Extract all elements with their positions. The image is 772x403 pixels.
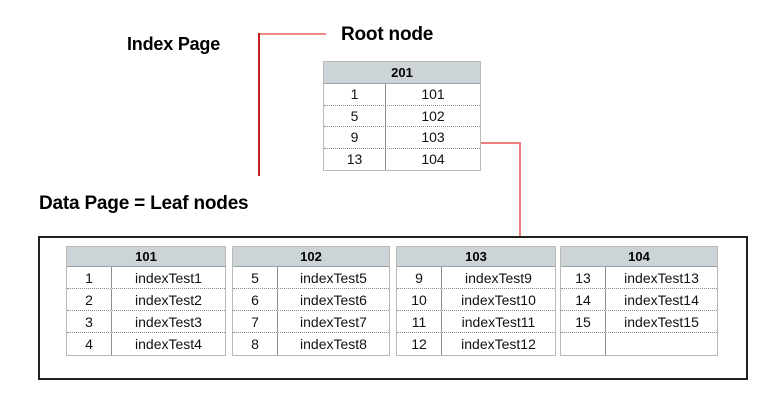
leaf-row-key: 5 — [233, 267, 278, 288]
table-row — [561, 333, 717, 355]
leaf-row-key: 8 — [233, 333, 278, 355]
leaf-row-value: indexTest6 — [300, 291, 367, 308]
leaf-row-value: indexTest13 — [624, 269, 699, 286]
leaf-row-key: 1 — [67, 267, 112, 288]
root-row-key: 13 — [324, 148, 386, 170]
leaf-node-table-103: 103 9 indexTest9 10 indexTest10 11 index… — [396, 246, 556, 356]
leaf-row-value: indexTest9 — [465, 269, 532, 286]
leaf-page-id: 104 — [561, 247, 717, 267]
leaf-row-value: indexTest11 — [461, 313, 536, 330]
table-row: 14 indexTest14 — [561, 289, 717, 311]
root-row-value: 103 — [421, 129, 445, 146]
root-to-leaf-connector-vertical — [519, 142, 521, 247]
leaf-row-value: indexTest15 — [624, 313, 699, 330]
leaf-page-id: 101 — [67, 247, 225, 267]
leaf-row-value: indexTest2 — [135, 291, 202, 308]
data-page-label: Data Page = Leaf nodes — [39, 193, 249, 214]
leaf-row-key: 4 — [67, 333, 112, 355]
index-page-connector-vertical — [258, 33, 260, 176]
root-row-key: 5 — [324, 105, 386, 126]
leaf-node-rows: 13 indexTest13 14 indexTest14 15 indexTe… — [561, 267, 717, 355]
leaf-page-id: 102 — [233, 247, 389, 267]
leaf-node-rows: 1 indexTest1 2 indexTest2 3 indexTest3 4… — [67, 267, 225, 355]
index-page-label: Index Page — [127, 34, 221, 54]
root-row-key: 9 — [324, 127, 386, 148]
leaf-row-value: indexTest3 — [135, 313, 202, 330]
leaf-row-value: indexTest10 — [461, 291, 536, 308]
leaf-row-key — [561, 333, 606, 355]
table-row: 15 indexTest15 — [561, 311, 717, 333]
leaf-page-id: 103 — [397, 247, 555, 267]
table-row: 1 indexTest1 — [67, 267, 225, 289]
leaf-row-value: indexTest14 — [624, 291, 699, 308]
leaf-row-value: indexTest1 — [135, 269, 202, 286]
table-row: 13 indexTest13 — [561, 267, 717, 289]
table-row: 5 102 — [324, 105, 480, 127]
table-row: 10 indexTest10 — [397, 289, 555, 311]
leaf-row-value: indexTest4 — [135, 336, 202, 352]
leaf-node-table-101: 101 1 indexTest1 2 indexTest2 3 indexTes… — [66, 246, 226, 356]
leaf-row-value: indexTest8 — [300, 336, 367, 352]
root-node-table: 201 1 101 5 102 9 103 13 104 — [323, 61, 481, 171]
table-row: 13 104 — [324, 148, 480, 170]
leaf-row-key: 9 — [397, 267, 442, 288]
table-row: 8 indexTest8 — [233, 333, 389, 355]
leaf-row-key: 6 — [233, 289, 278, 310]
root-node-rows: 1 101 5 102 9 103 13 104 — [324, 84, 480, 170]
leaf-row-value: indexTest12 — [461, 336, 536, 352]
root-row-value: 101 — [421, 86, 445, 103]
leaf-row-key: 10 — [397, 289, 442, 310]
leaf-node-table-102: 102 5 indexTest5 6 indexTest6 7 indexTes… — [232, 246, 390, 356]
table-row: 2 indexTest2 — [67, 289, 225, 311]
leaf-row-key: 14 — [561, 289, 606, 310]
leaf-node-rows: 5 indexTest5 6 indexTest6 7 indexTest7 8… — [233, 267, 389, 355]
leaf-row-key: 11 — [397, 311, 442, 332]
table-row: 9 103 — [324, 127, 480, 149]
table-row: 4 indexTest4 — [67, 333, 225, 355]
leaf-node-table-104: 104 13 indexTest13 14 indexTest14 15 ind… — [560, 246, 718, 356]
leaf-row-value — [606, 333, 717, 355]
leaf-row-key: 3 — [67, 311, 112, 332]
root-row-value: 104 — [421, 151, 445, 168]
index-page-connector-horizontal — [258, 33, 326, 35]
root-row-value: 102 — [421, 107, 445, 124]
root-to-leaf-connector-horizontal — [481, 142, 521, 144]
table-row: 7 indexTest7 — [233, 311, 389, 333]
table-row: 12 indexTest12 — [397, 333, 555, 355]
root-row-key: 1 — [324, 84, 386, 105]
leaf-row-value: indexTest5 — [300, 269, 367, 286]
leaf-row-key: 12 — [397, 333, 442, 355]
leaf-row-key: 7 — [233, 311, 278, 332]
table-row: 5 indexTest5 — [233, 267, 389, 289]
table-row: 11 indexTest11 — [397, 311, 555, 333]
leaf-row-key: 2 — [67, 289, 112, 310]
leaf-row-key: 15 — [561, 311, 606, 332]
table-row: 3 indexTest3 — [67, 311, 225, 333]
root-node-page-id: 201 — [324, 62, 480, 84]
table-row: 6 indexTest6 — [233, 289, 389, 311]
root-node-label: Root node — [341, 24, 434, 45]
leaf-row-key: 13 — [561, 267, 606, 288]
table-row: 1 101 — [324, 84, 480, 106]
table-row: 9 indexTest9 — [397, 267, 555, 289]
leaf-node-rows: 9 indexTest9 10 indexTest10 11 indexTest… — [397, 267, 555, 355]
leaf-row-value: indexTest7 — [300, 313, 367, 330]
